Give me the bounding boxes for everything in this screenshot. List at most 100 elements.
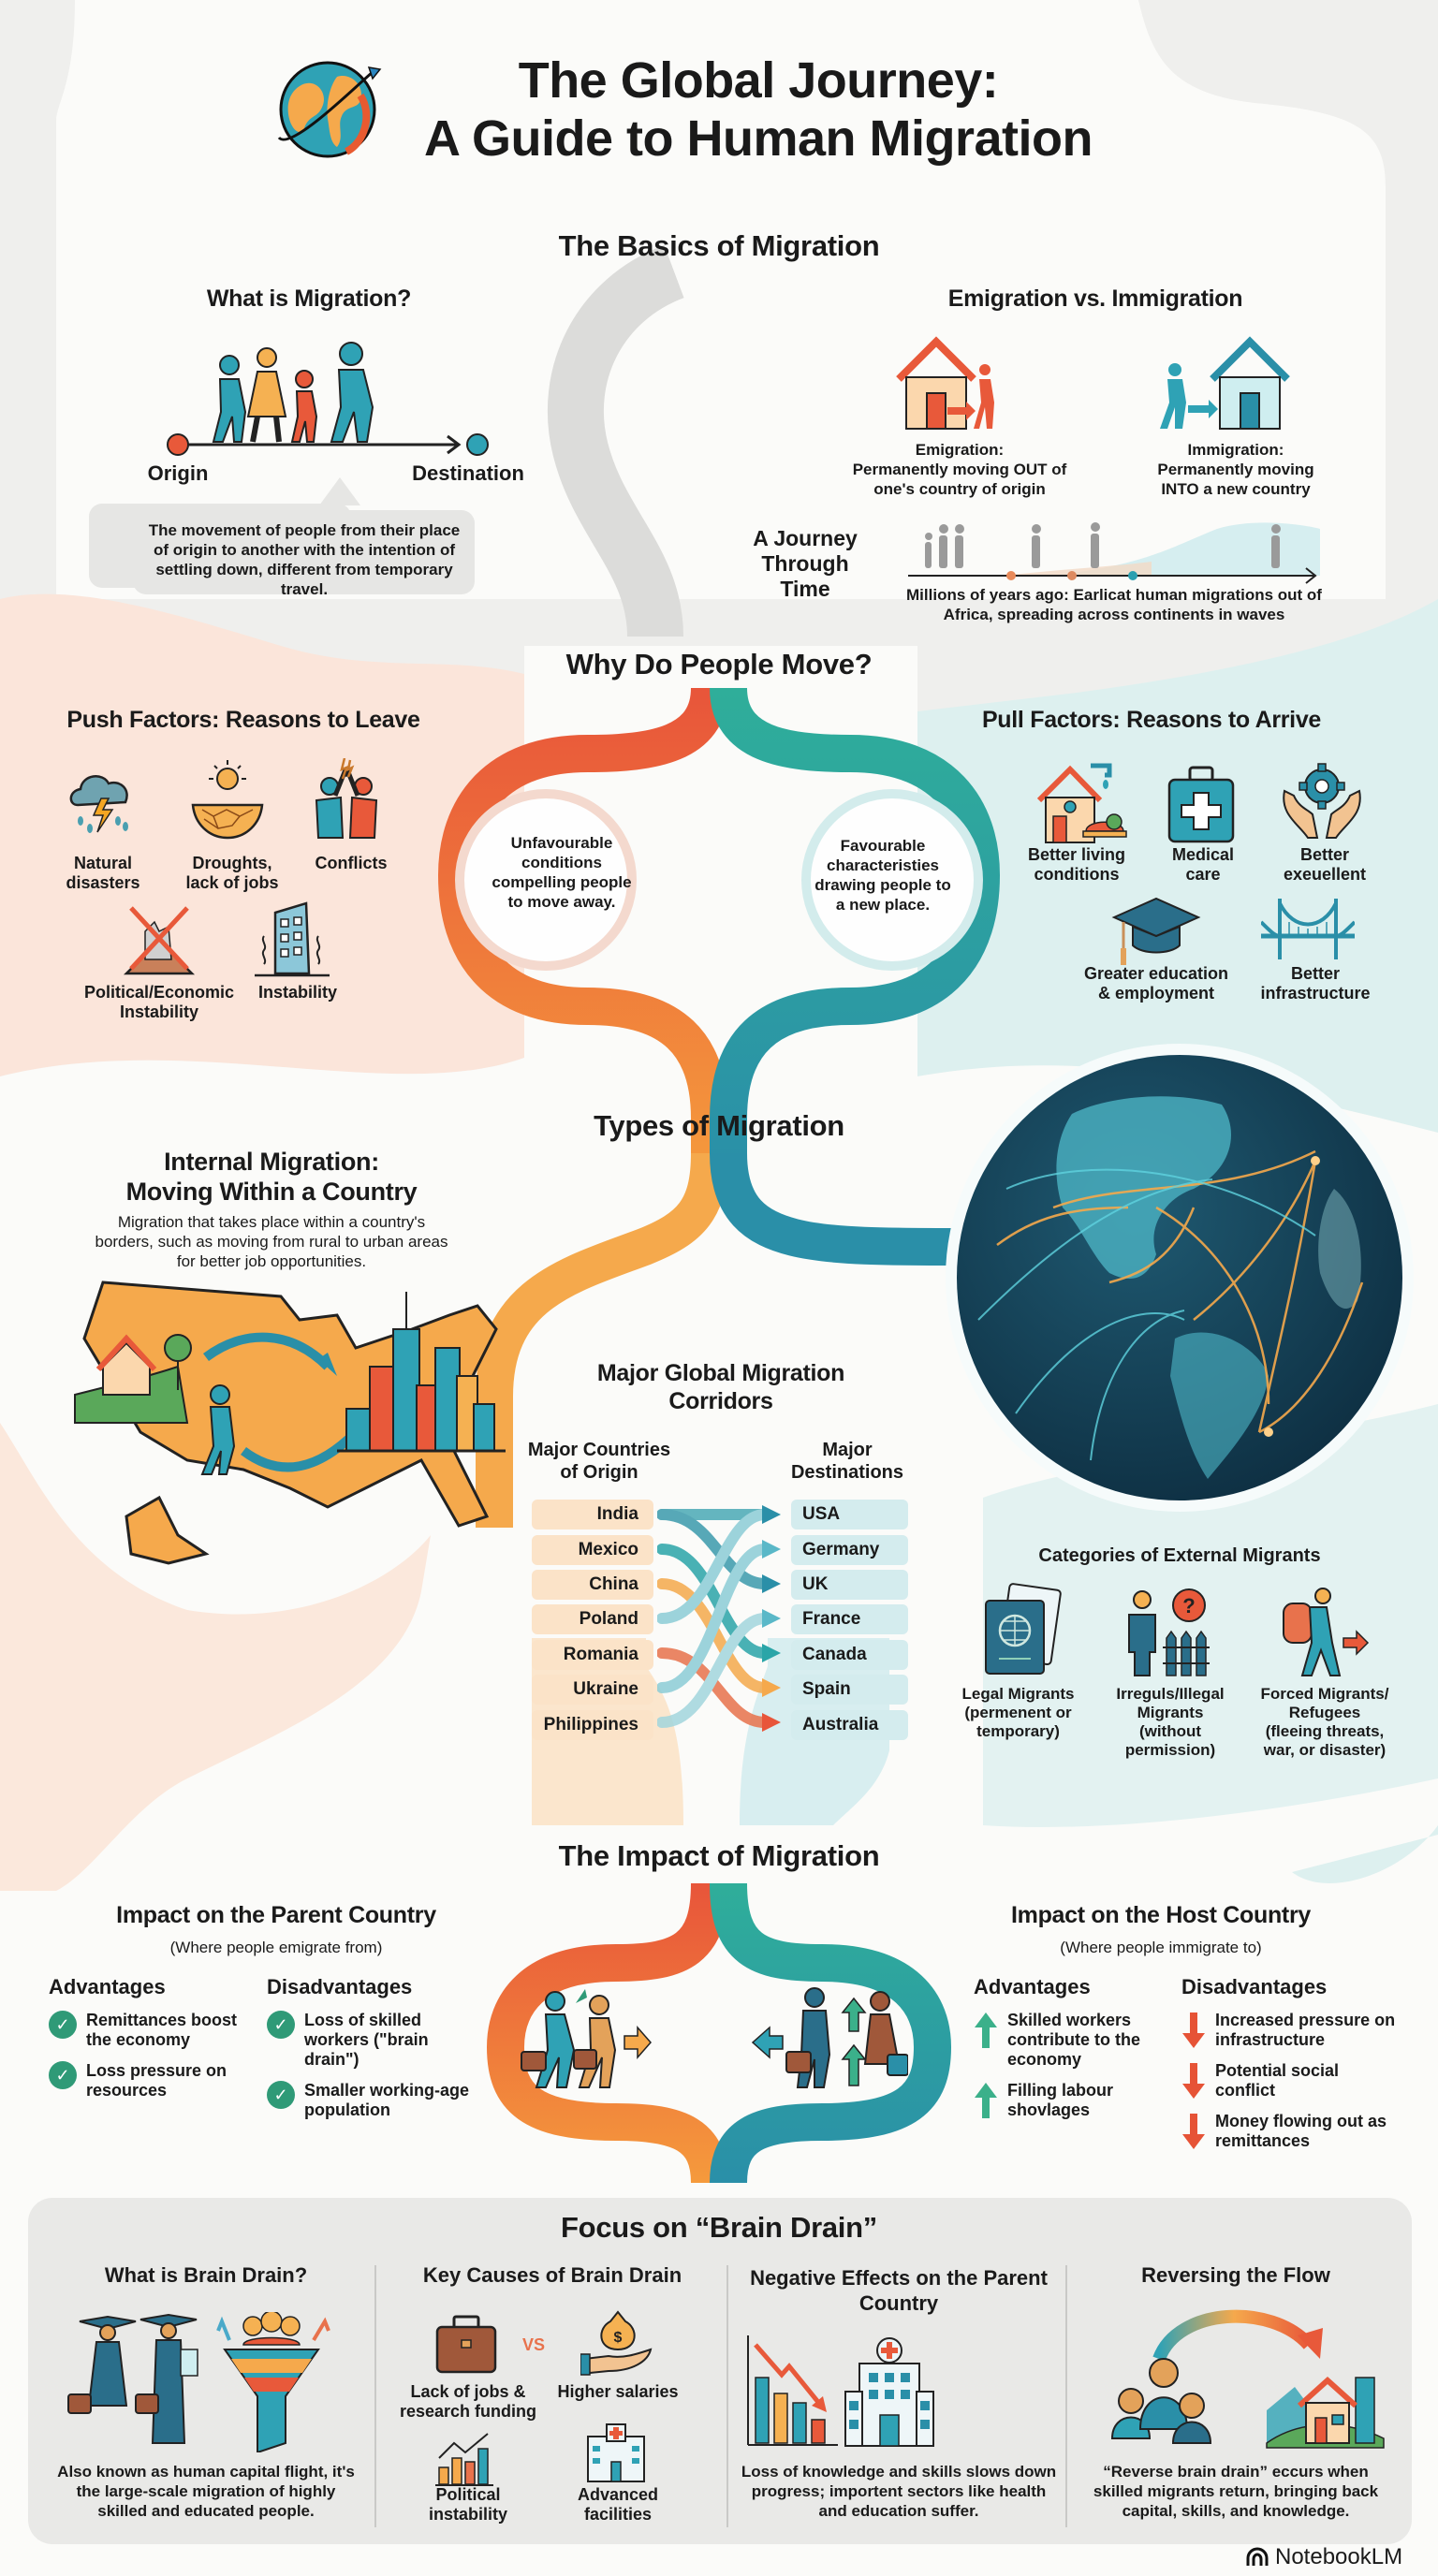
dest-pill: France (791, 1604, 908, 1634)
up-arrow-icon (975, 2083, 997, 2118)
passport-icon (985, 1583, 1062, 1675)
immigration-desc: Permanently moving INTO a new country (1157, 461, 1314, 498)
cause-label: Political instability (428, 2485, 507, 2524)
types-ribbons (476, 1153, 963, 1528)
host-dis-title: Disadvantages (1181, 1975, 1328, 1998)
brand-text: NotebookLM (1275, 2544, 1403, 2569)
negative-effects-title: Negative Effects on the Parent Country (750, 2266, 1048, 2315)
section-title-why-move: Why Do People Move? (565, 648, 873, 681)
corridor-flow-arrows (657, 1505, 781, 1732)
shaking-building-icon (255, 901, 330, 977)
reversing-title: Reversing the Flow (1141, 2263, 1330, 2287)
up-arrow-icon (975, 2012, 997, 2048)
declining-chart-icon (747, 2335, 838, 2446)
pull-item-label: Better infrastructure (1260, 964, 1371, 1003)
world-migration-globe-icon (946, 1044, 1414, 1512)
parent-adv-title: Advantages (49, 1975, 166, 1998)
emigration-title: Emigration: (915, 441, 1005, 459)
dest-pill: USA (791, 1500, 908, 1530)
external-item-desc: (permenent or temporary) (964, 1704, 1072, 1740)
parent-impact-subtitle: (Where people emigrate from) (169, 1939, 383, 1956)
svg-text:?: ? (1182, 1594, 1195, 1617)
divider (726, 2265, 728, 2527)
cause-label: Lack of jobs & research funding (399, 2382, 537, 2421)
internal-title-line2: Moving Within a Country (125, 1178, 418, 1206)
external-item-desc: (fleeing threats, war, or disaster) (1263, 1722, 1387, 1759)
what-is-brain-drain-title: What is Brain Drain? (104, 2263, 308, 2287)
parent-adv-item: ✓Remittances boost the economy (49, 2011, 255, 2050)
origin-pill: Poland (532, 1604, 653, 1634)
origin-pill: Romania (532, 1640, 653, 1670)
collapsed-building-icon (123, 906, 196, 975)
push-item-label: Conflicts (315, 854, 388, 872)
storm-cloud-icon (69, 775, 128, 833)
medical-kit-icon (1167, 766, 1235, 843)
parent-dis-item: ✓Smaller working-age population (267, 2081, 482, 2120)
origin-pill: China (532, 1570, 653, 1600)
push-factors-title: Push Factors: Reasons to Leave (66, 707, 420, 733)
reversing-desc: “Reverse brain drain” eccurs when skille… (1093, 2463, 1379, 2520)
drought-sun-icon (191, 760, 264, 840)
timeline-title: A Journey Through Time (753, 526, 858, 601)
conflict-people-icon (315, 758, 378, 839)
cause-label: Advanced facilities (577, 2485, 659, 2524)
host-adv-item: Skilled workers contribute to the econom… (974, 2011, 1170, 2070)
cause-label: Higher salaries (557, 2382, 679, 2401)
push-item-label: Droughts, lack of jobs (185, 854, 279, 892)
host-dis-item: Money flowing out as remittances (1181, 2112, 1397, 2151)
hands-gear-icon (1283, 763, 1361, 839)
corridors-title: Major Global Migration Corridors (596, 1360, 845, 1414)
section-title-impact: The Impact of Migration (558, 1839, 880, 1872)
origin-label: Origin (147, 461, 209, 485)
check-icon: ✓ (49, 2061, 77, 2089)
definition-pointer (319, 477, 360, 505)
origin-pill: Mexico (532, 1535, 653, 1565)
globe-with-orbit-icon (277, 61, 382, 158)
timeline-caption: Millions of years ago: Earlicat human mi… (906, 586, 1322, 623)
parent-advantages: Advantages ✓Remittances boost the econom… (49, 1975, 255, 2112)
emigrating-workers-icon (521, 1989, 652, 2088)
origin-pill: Philippines (532, 1710, 653, 1740)
internal-desc: Migration that takes place within a coun… (95, 1213, 448, 1270)
parent-impact-title: Impact on the Parent Country (116, 1902, 436, 1928)
vs-label: VS (522, 2335, 546, 2354)
brain-drain-definition: Also known as human capital flight, it's… (57, 2463, 355, 2520)
external-item-title: Forced Migrants/ Refugees (1260, 1685, 1389, 1721)
external-item-desc: (without permission) (1124, 1722, 1216, 1759)
host-adv-item: Filling labour shovlages (974, 2081, 1170, 2120)
notebooklm-brand: NotebookLM (1245, 2544, 1402, 2570)
check-icon: ✓ (267, 2081, 295, 2109)
dest-pill: UK (791, 1570, 908, 1600)
host-dis-item: Increased pressure on infrastructure (1181, 2011, 1397, 2050)
pull-item-label: Better exeuellent (1283, 845, 1367, 884)
dest-pill: Germany (791, 1535, 908, 1565)
what-is-migration-title: What is Migration? (206, 285, 412, 312)
pull-circle-text: Favourable characteristies drawing peopl… (814, 837, 951, 914)
divider (1065, 2265, 1067, 2527)
host-impact-subtitle: (Where people immigrate to) (1060, 1939, 1262, 1956)
svg-text:$: $ (614, 2330, 623, 2346)
person-fence-question-icon: ? (1128, 1588, 1210, 1676)
walking-family-icon (167, 342, 489, 456)
origin-pill: Ukraine (532, 1675, 653, 1705)
title-line-1: The Global Journey: (518, 52, 999, 109)
dest-pill: Australia (791, 1710, 908, 1740)
section-title-basics: The Basics of Migration (558, 229, 880, 262)
destination-label: Destination (412, 461, 524, 485)
push-circle-text: Unfavourable conditions compelling peopl… (492, 834, 632, 911)
hospital-icon (844, 2337, 934, 2447)
house-water-food-icon (1036, 763, 1127, 843)
graduation-cap-icon (1111, 897, 1201, 965)
origin-header: Major Countries of Origin (527, 1440, 671, 1483)
pull-factors-title: Pull Factors: Reasons to Arrive (981, 707, 1322, 733)
host-impact-title: Impact on the Host Country (1011, 1902, 1311, 1928)
down-arrow-icon (1182, 2114, 1205, 2149)
check-icon: ✓ (267, 2011, 295, 2039)
rising-chart-icon (435, 2433, 493, 2486)
graduates-funnel-icon (67, 2312, 330, 2452)
parent-dis-title: Disadvantages (267, 1975, 413, 1998)
down-arrow-icon (1182, 2063, 1205, 2099)
bridge-icon (1261, 899, 1355, 959)
immigration-title: Immigration: (1187, 441, 1284, 459)
section-title-types: Types of Migration (594, 1109, 844, 1142)
